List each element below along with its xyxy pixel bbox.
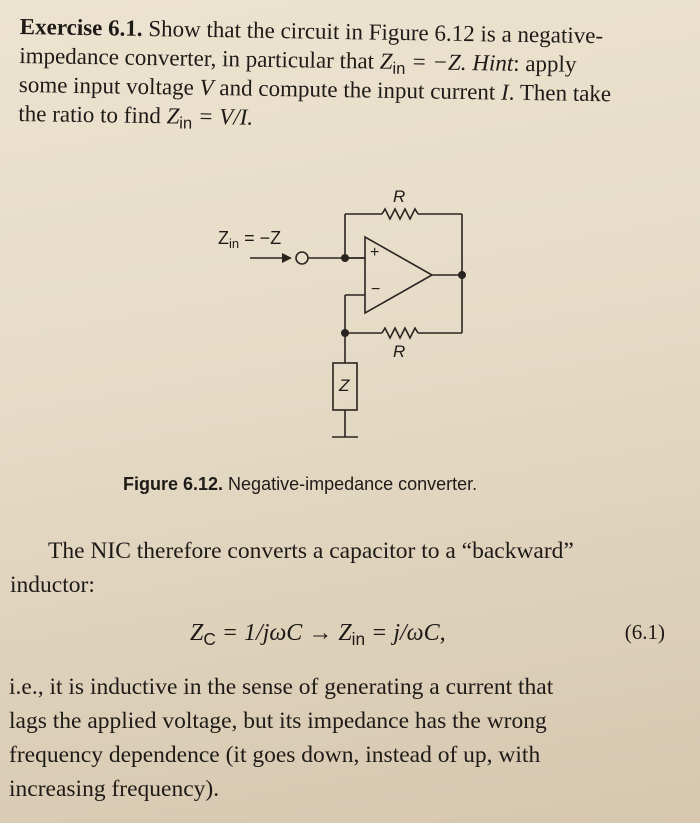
- body-line: lags the applied voltage, but its impeda…: [9, 708, 547, 734]
- input-terminal: [295, 251, 309, 265]
- circuit-schematic: [250, 207, 466, 438]
- paragraph-nic: The NIC therefore converts a capacitor t…: [10, 534, 665, 602]
- body-paragraph: i.e., it is inductive in the sense of ge…: [9, 670, 665, 806]
- junction-dot: [341, 329, 349, 337]
- zin-label: Zin = −Z: [218, 228, 282, 251]
- resistor-top: [381, 207, 419, 221]
- resistor-bottom: [381, 326, 419, 340]
- resistor-bottom-label: R: [393, 342, 406, 361]
- z-label: Z: [339, 376, 350, 395]
- exercise-heading: Exercise 6.1.: [19, 13, 143, 41]
- exercise-6-1: Exercise 6.1. Show that the circuit in F…: [18, 12, 670, 138]
- body-line: i.e., it is inductive in the sense of ge…: [9, 674, 554, 700]
- junction-dot: [341, 254, 349, 262]
- resistor-top-label: R: [393, 187, 406, 206]
- junction-dot: [458, 271, 466, 279]
- nic-circuit-diagram: Zin = −Z R R Z + −: [200, 180, 500, 450]
- equation-body: ZC = 1/jωC → Zin = j/ωC,: [190, 620, 446, 650]
- paragraph-line-2: inductor:: [10, 572, 95, 598]
- body-line: frequency dependence (it goes down, inst…: [9, 742, 541, 768]
- minus-input-label: −: [371, 281, 381, 298]
- arrow-head: [282, 253, 292, 263]
- body-line: increasing frequency).: [9, 776, 220, 802]
- equation-number: (6.1): [624, 620, 665, 644]
- figure-caption: Figure 6.12. Negative-impedance converte…: [123, 474, 478, 494]
- plus-input-label: +: [370, 244, 380, 261]
- op-amp-triangle: [364, 235, 434, 315]
- equation-6-1: ZC = 1/jωC → Zin = j/ωC, (6.1): [190, 620, 665, 650]
- paragraph-line-1: The NIC therefore converts a capacitor t…: [48, 538, 574, 564]
